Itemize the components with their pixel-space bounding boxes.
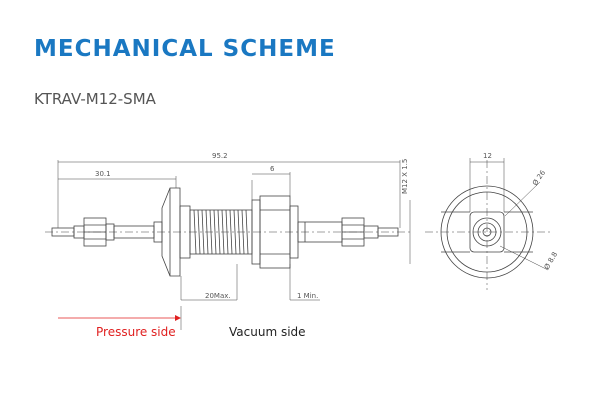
dim-nut-width: 6 <box>270 165 275 173</box>
dim-pressure-length: 20Max. <box>205 292 231 300</box>
thread-line <box>229 209 233 255</box>
thread-line <box>209 209 213 255</box>
dim-left-length: 30.1 <box>95 170 111 178</box>
dim-vacuum-length: 1 Min. <box>297 292 318 300</box>
dim-end-width: 12 <box>483 152 492 160</box>
thread-line <box>205 209 209 255</box>
vacuum-side-label: Vacuum side <box>229 325 306 339</box>
thread-line <box>193 209 197 255</box>
thread-line <box>225 209 229 255</box>
dim-diameter-small: Ø 8.8 <box>543 251 559 271</box>
dim-diameter-large: Ø 26 <box>531 168 547 187</box>
thread-line <box>221 209 225 255</box>
thread-line <box>245 209 249 255</box>
page-title: MECHANICAL SCHEME <box>34 36 336 62</box>
right-pin <box>377 227 399 237</box>
thread-line <box>217 209 221 255</box>
part-number: KTRAV-M12-SMA <box>34 90 156 108</box>
end-view <box>425 158 550 290</box>
thread-line <box>213 209 217 255</box>
dim-overall-length: 95.2 <box>212 152 228 160</box>
thread-line <box>241 209 245 255</box>
thread-line <box>237 209 241 255</box>
thread-line <box>233 209 237 255</box>
dim-thread: M12 X 1.5 <box>401 159 409 194</box>
thread-line <box>201 209 205 255</box>
thread-line <box>197 209 201 255</box>
thread-body <box>189 209 253 255</box>
pressure-side-label: Pressure side <box>96 325 176 339</box>
